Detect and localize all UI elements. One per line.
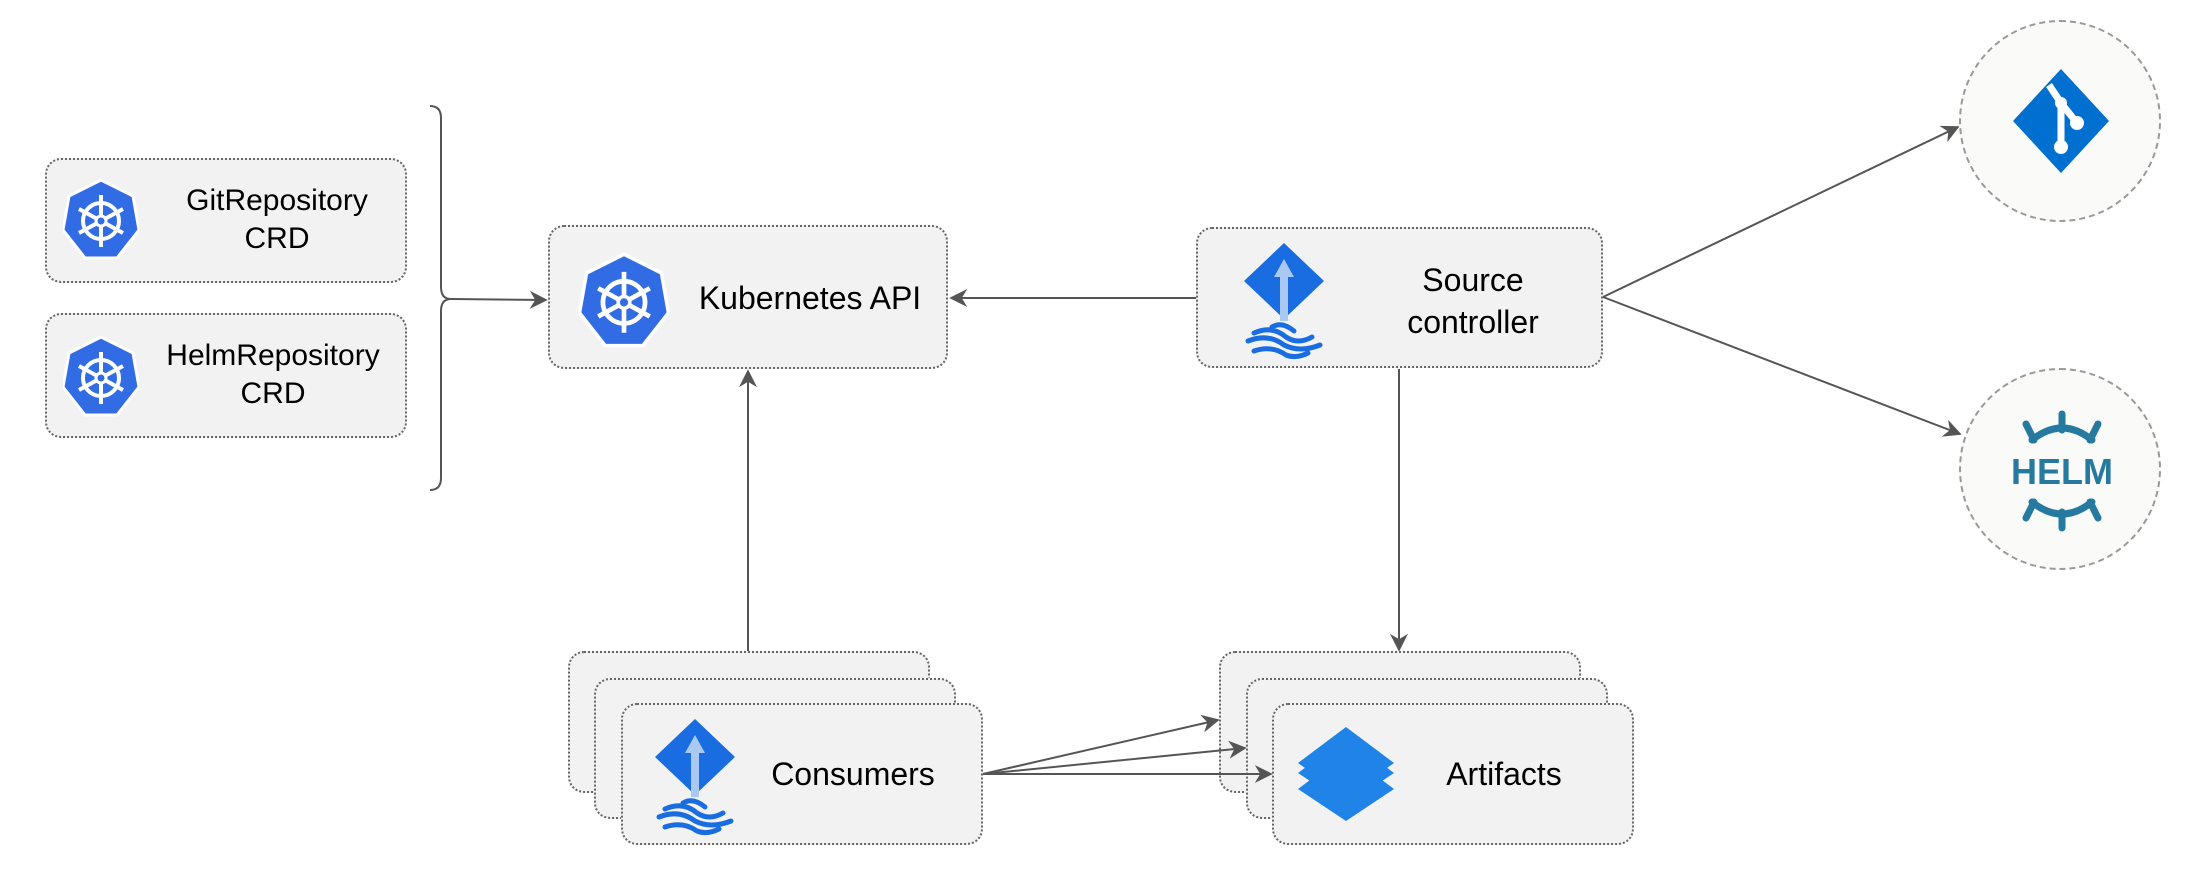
helm-logo-text: HELM [2011,451,2113,492]
node-label: Source [1422,262,1524,298]
layers-icon [1298,727,1394,821]
consumers-node[interactable]: Consumers [621,703,983,845]
node-label: Artifacts [1446,756,1562,792]
node-label: controller [1407,304,1539,340]
git-icon [2013,69,2109,173]
brace [429,105,452,491]
git-repository-source[interactable] [1959,20,2161,222]
node-label: Consumers [771,756,935,792]
kubernetes-icon [578,252,670,348]
flux-icon [1244,243,1324,360]
flux-icon [655,719,735,836]
source-controller-node[interactable]: Source controller [1196,227,1603,368]
node-label: CRD [244,222,310,255]
helm-repository-source[interactable]: HELM [1959,368,2161,570]
edge-controller-to-helm [1602,296,1962,437]
node-label: GitRepository [186,184,368,217]
kubernetes-icon [63,178,139,260]
helm-icon: HELM [2011,410,2113,532]
artifacts-node[interactable]: Artifacts [1272,703,1634,845]
kubernetes-icon [63,335,139,417]
node-label: CRD [240,377,306,410]
kubernetes-api-node[interactable]: Kubernetes API [548,225,948,369]
node-label: Kubernetes API [698,280,922,316]
edge-controller-to-git [1602,125,1960,298]
edge-crds-to-api [450,290,548,309]
node-label: HelmRepository [166,339,380,372]
